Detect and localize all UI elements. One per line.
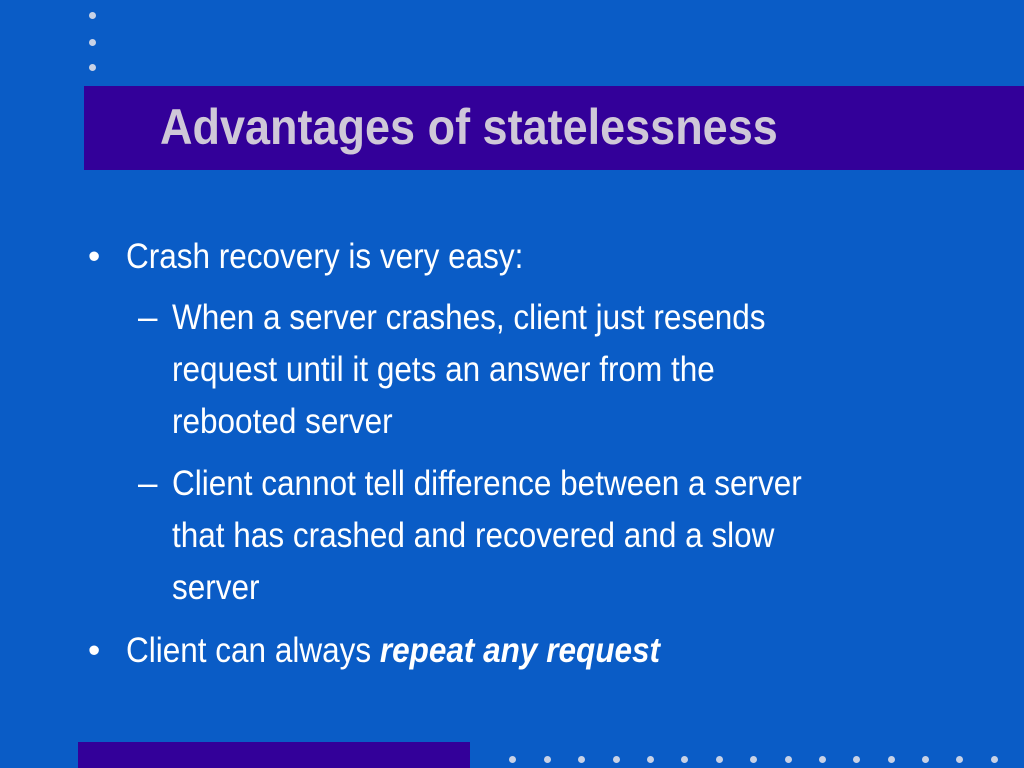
decorative-dot xyxy=(785,756,792,763)
decorative-dot xyxy=(853,756,860,763)
decorative-dot xyxy=(819,756,826,763)
bullet-text-line: Client can always repeat any request xyxy=(126,630,660,672)
decorative-dot xyxy=(544,756,551,763)
decorative-dot xyxy=(89,12,96,19)
decorative-dot xyxy=(89,39,96,46)
bottom-band xyxy=(78,742,470,768)
bullet-text: Client can always xyxy=(126,631,380,670)
title-band xyxy=(84,86,1024,170)
bullet-emphasis: repeat any request xyxy=(379,631,660,670)
decorative-dot xyxy=(509,756,516,763)
bullet-marker: • xyxy=(88,237,101,276)
decorative-dot xyxy=(89,64,96,71)
decorative-dot xyxy=(888,756,895,763)
decorative-dot xyxy=(613,756,620,763)
sub-bullet-line: server xyxy=(172,568,260,607)
decorative-dot xyxy=(956,756,963,763)
decorative-dot xyxy=(750,756,757,763)
slide-title: Advantages of statelessness xyxy=(160,99,778,155)
decorative-dot xyxy=(716,756,723,763)
decorative-dot xyxy=(578,756,585,763)
bullet-marker: • xyxy=(88,631,101,670)
sub-bullet-marker: – xyxy=(138,298,158,337)
sub-bullet-line: Client cannot tell difference between a … xyxy=(172,464,802,503)
sub-bullet-marker: – xyxy=(138,464,158,503)
sub-bullet-line: request until it gets an answer from the xyxy=(172,350,715,389)
sub-bullet-line: When a server crashes, client just resen… xyxy=(172,298,766,337)
decorative-dot xyxy=(922,756,929,763)
decorative-dot xyxy=(991,756,998,763)
bullet-text: Crash recovery is very easy: xyxy=(126,237,524,276)
sub-bullet-line: that has crashed and recovered and a slo… xyxy=(172,516,775,555)
decorative-dot xyxy=(647,756,654,763)
sub-bullet-line: rebooted server xyxy=(172,402,393,441)
decorative-dot xyxy=(681,756,688,763)
